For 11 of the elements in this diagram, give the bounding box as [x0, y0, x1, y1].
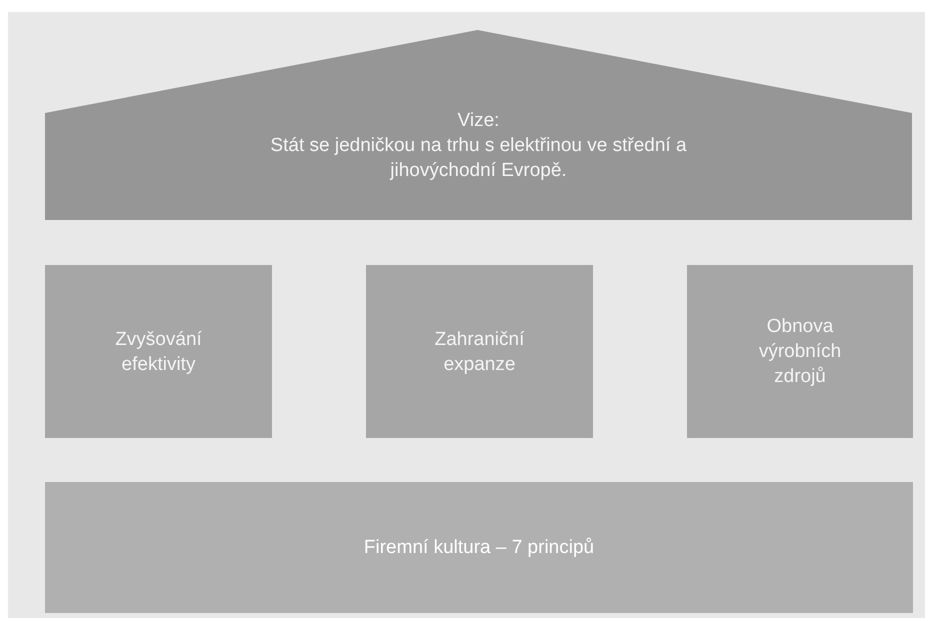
foundation-box	[45, 482, 913, 613]
pillar-box	[366, 265, 593, 438]
pillar-label: Zvyšování efektivity	[114, 328, 203, 376]
pillar-box	[45, 265, 272, 438]
pillar-box	[687, 265, 913, 438]
pillar-label: Firemní kultura – 7 principů	[364, 536, 594, 560]
roof-shape	[45, 30, 912, 220]
heading-text: Vize:	[458, 108, 500, 132]
pillar-label: Obnova výrobních zdrojů	[758, 315, 842, 389]
vision-text: Stát se jedničkou na trhu s elektřinou ve střední a jihovýchodní Evropě.	[269, 134, 688, 182]
pillar-label: Zahraniční expanze	[434, 328, 526, 376]
